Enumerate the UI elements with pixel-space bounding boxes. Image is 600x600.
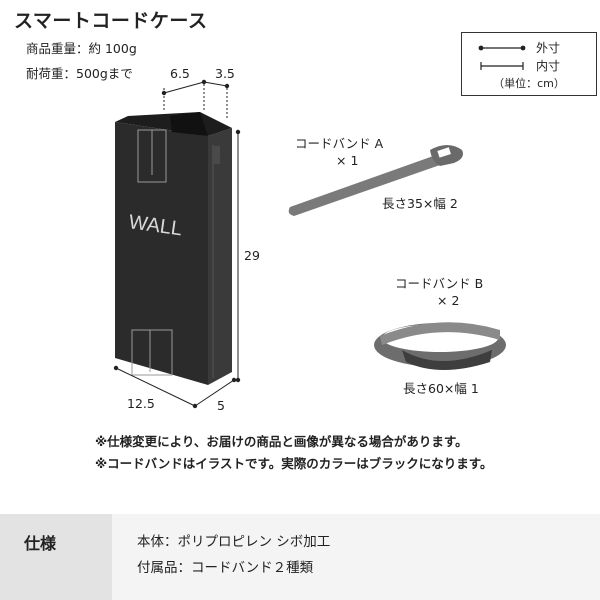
dim-depth-label: 5 <box>217 398 225 413</box>
band-b-size: 長さ60×幅 1 <box>403 381 479 396</box>
dim-top-inner-label: 3.5 <box>215 66 235 81</box>
case-top-opening <box>170 112 208 136</box>
band-b-loop-top <box>380 322 500 345</box>
band-a-name: コードバンド A <box>295 136 384 151</box>
band-a-head <box>430 145 463 166</box>
case-side-notch <box>212 146 220 164</box>
width-dimension-line <box>115 367 196 407</box>
legend-outer-label: 外寸 <box>536 41 561 55</box>
note-illustration: ※コードバンドはイラストです。実際のカラーはブラックになります。 <box>95 456 493 471</box>
dim-top-outer-label: 6.5 <box>170 66 190 81</box>
dim-height-label: 29 <box>244 248 260 263</box>
top-inner-dimension-line <box>203 81 228 87</box>
legend-unit: （単位：cm） <box>493 77 565 90</box>
depth-dimension-line <box>194 379 235 407</box>
band-a-size: 長さ35×幅 2 <box>382 196 458 211</box>
cord-band-a-illustration <box>288 145 463 216</box>
band-b-name: コードバンド B <box>395 276 484 291</box>
cord-band-b-illustration <box>374 322 506 370</box>
band-b-qty: × 2 <box>437 293 460 308</box>
product-weight: 商品重量：約 100g <box>26 41 137 56</box>
legend-inner-label: 内寸 <box>536 59 561 73</box>
note-spec-change: ※仕様変更により、お届けの商品と画像が異なる場合があります。 <box>95 434 468 449</box>
band-b-loop-shadow <box>402 350 492 370</box>
band-a-strap <box>288 155 440 216</box>
dim-width-label: 12.5 <box>127 396 155 411</box>
spec-item-body: 本体：ポリプロピレン シボ加工 <box>137 534 331 550</box>
case-front-face <box>115 122 208 385</box>
band-a-qty: × 1 <box>336 153 359 168</box>
bottom-clip-icon <box>131 329 173 376</box>
spec-heading: 仕様 <box>24 534 57 553</box>
dimension-endpoints <box>113 79 241 409</box>
legend-inner: 内寸 <box>478 57 560 74</box>
spec-item-accessories: 付属品：コードバンド２種類 <box>137 560 314 576</box>
dimension-legend: 外寸 内寸 （単位：cm） <box>461 32 597 96</box>
band-a-hole <box>437 147 451 158</box>
cord-case-illustration: WALL <box>115 112 232 385</box>
spec-section: 仕様 本体：ポリプロピレン シボ加工 付属品：コードバンド２種類 <box>0 514 600 600</box>
legend-outer: 外寸 <box>478 39 560 56</box>
spec-heading-cell: 仕様 <box>0 514 112 600</box>
outer-dimension-line-icon <box>478 45 526 50</box>
inner-dimension-line-icon <box>480 61 524 70</box>
load-capacity: 耐荷重：500gまで <box>26 66 133 81</box>
page-title: スマートコードケース <box>14 10 208 32</box>
top-outer-dimension-line <box>163 81 205 94</box>
case-side-face <box>208 128 232 385</box>
